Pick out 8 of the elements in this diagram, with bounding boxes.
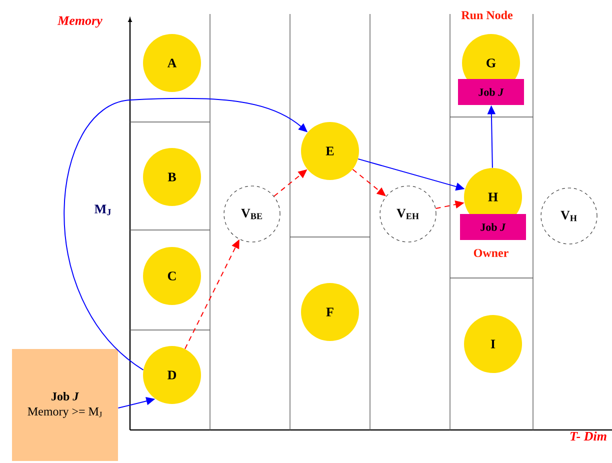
job-box: Job J [460, 214, 526, 240]
node-caption: Run Node [461, 10, 513, 20]
edge-label: M$_{J}$ [93, 204, 113, 216]
job-request-box: Job J Memory >= M$_{J}$ [12, 349, 118, 461]
node-caption: Owner [474, 248, 508, 258]
axis-label: Memory [57, 16, 102, 28]
job-box: Job J [458, 79, 524, 105]
axis-label: T- Dim [570, 431, 606, 441]
